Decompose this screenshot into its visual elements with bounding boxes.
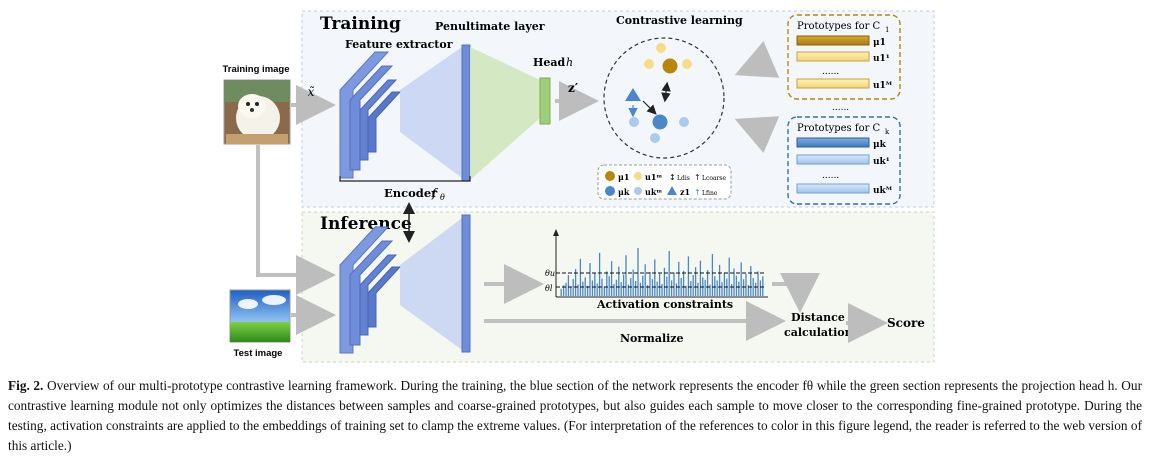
training-encoder bbox=[339, 44, 551, 182]
proto-c1-row-2: u1¹ bbox=[873, 54, 890, 64]
encoder-brace bbox=[339, 176, 471, 182]
prototypes-ck-bars bbox=[796, 137, 870, 194]
inference-encoder bbox=[339, 214, 471, 354]
legend-z1-icon bbox=[667, 186, 677, 195]
proto-c1-row-4: u1ᴹ bbox=[873, 81, 893, 91]
legend-ldis: Ldis bbox=[677, 175, 690, 182]
proto-ck-row-1: μk bbox=[873, 140, 887, 150]
penultimate-layer-label: Penultimate layer bbox=[435, 20, 545, 33]
legend-ukm: ukᵐ bbox=[645, 187, 662, 197]
legend-lfine-arrow-icon: ↑ bbox=[694, 188, 701, 197]
encoder-label: Encoder bbox=[384, 186, 438, 200]
prototypes-c1-arrow bbox=[734, 41, 780, 78]
head-symbol: h bbox=[566, 56, 573, 69]
prototypes-c1-title: Prototypes for C bbox=[797, 21, 881, 32]
theta-l-label: θl bbox=[545, 284, 553, 293]
legend-lcoarse: Lcoarse bbox=[702, 175, 726, 182]
legend-ukm-icon bbox=[634, 187, 642, 195]
proto-ck-row-4: ukᴹ bbox=[873, 186, 893, 196]
distance-calc-line-2: calculation bbox=[784, 326, 853, 339]
caption-text: Overview of our multi-prototype contrast… bbox=[8, 378, 1142, 453]
training-image-label: Training image bbox=[222, 64, 289, 75]
contrastive-learning-title: Contrastive learning bbox=[616, 14, 743, 27]
penultimate-layer bbox=[461, 44, 471, 182]
score-label: Score bbox=[887, 316, 925, 330]
legend-z1: z1 bbox=[680, 187, 690, 197]
encoder-symbol: f bbox=[431, 186, 439, 200]
prototypes-c1-sub: 1 bbox=[885, 26, 889, 34]
legend-box bbox=[597, 164, 732, 200]
normalize-label: Normalize bbox=[620, 332, 684, 345]
x-tilde-label: x̃ bbox=[308, 85, 315, 99]
prototypes-c1-box bbox=[787, 14, 901, 100]
z-prime-label: z′ bbox=[568, 81, 578, 95]
inference-title: Inference bbox=[320, 214, 412, 234]
distance-calc-line-1: Distance bbox=[791, 311, 845, 324]
train-to-inference-arrow bbox=[256, 145, 336, 295]
activation-chart bbox=[553, 229, 768, 298]
test-image-label: Test image bbox=[234, 348, 283, 359]
legend-mu-k-icon bbox=[605, 186, 615, 196]
prototypes-ck-arrow bbox=[734, 116, 780, 153]
framework-figure: Training Inference Training image Test i… bbox=[222, 10, 935, 363]
proto-c1-row-1: μ1 bbox=[873, 38, 886, 48]
figure-caption: Fig. 2. Overview of our multi-prototype … bbox=[8, 376, 1142, 456]
proto-ck-row-3: ...... bbox=[822, 171, 839, 181]
legend-mu1-icon bbox=[605, 171, 615, 181]
activation-to-distance-arrow bbox=[772, 273, 820, 313]
legend-u1m: u1ᵐ bbox=[645, 172, 662, 182]
contrastive-points bbox=[625, 43, 692, 143]
feature-extractor-label: Feature extractor bbox=[345, 38, 453, 51]
legend-u1m-icon bbox=[634, 172, 642, 180]
prototypes-ck-title: Prototypes for C bbox=[797, 123, 881, 134]
projection-head bbox=[539, 77, 551, 125]
test-image-landscape bbox=[229, 289, 291, 343]
legend-lfine: Lfine bbox=[702, 190, 718, 197]
contrastive-circle bbox=[603, 37, 725, 159]
training-title: Training bbox=[320, 14, 401, 34]
legend-ldis-arrow-icon: ↕ bbox=[669, 173, 676, 182]
proto-ck-row-2: uk¹ bbox=[873, 157, 890, 167]
legend-mu-k: μk bbox=[618, 187, 630, 197]
legend-lcoarse-arrow-icon: ↑ bbox=[694, 173, 701, 182]
theta-u-label: θu bbox=[545, 269, 555, 278]
prototypes-c1-bars bbox=[796, 35, 870, 89]
training-image-dog bbox=[223, 79, 291, 145]
prototypes-ck-sub: k bbox=[885, 128, 890, 136]
proto-c1-row-3: ...... bbox=[822, 67, 839, 77]
activation-constraints-label: Activation constraints bbox=[596, 298, 733, 311]
proto-between-dots: ...... bbox=[832, 103, 849, 113]
caption-label: Fig. 2. bbox=[8, 378, 44, 393]
encoder-subscript: θ bbox=[440, 193, 445, 202]
legend-mu1: μ1 bbox=[618, 172, 629, 182]
head-label: Head bbox=[533, 56, 566, 69]
